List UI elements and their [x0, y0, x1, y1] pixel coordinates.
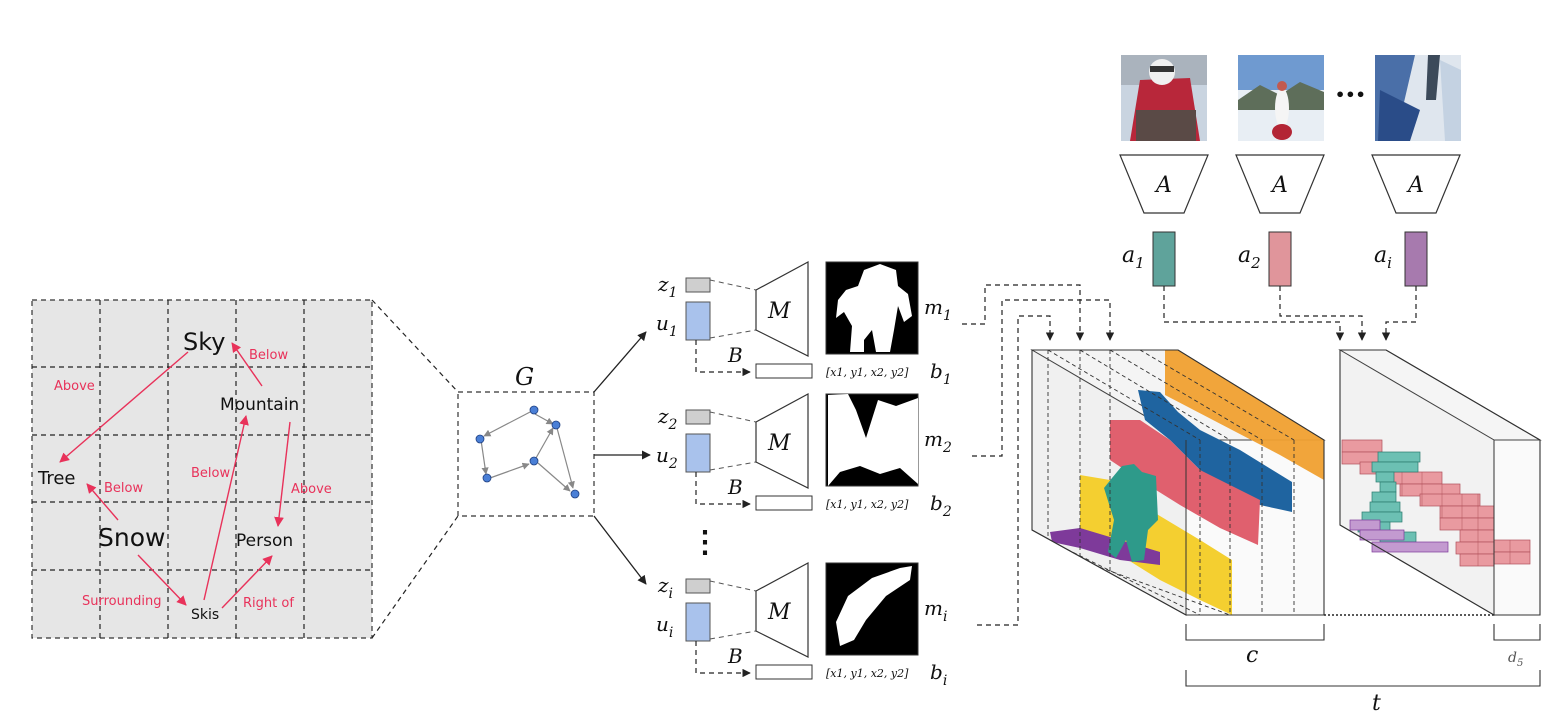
object-snow: Snow	[98, 523, 165, 552]
appearance-vector	[1268, 231, 1292, 287]
object-mountain: Mountain	[220, 395, 299, 415]
appearance-encoder-1: Aa1	[1119, 154, 1209, 287]
object-tree: Tree	[37, 468, 76, 489]
box-coords: [x1, y1, x2, y2]	[826, 667, 909, 680]
appearance-volume	[1338, 349, 1542, 616]
z-label: zi	[657, 573, 673, 602]
relation-below-snow-tree: Below	[104, 481, 143, 496]
z-noise-box	[685, 277, 711, 293]
relation-right-of: Right of	[243, 596, 294, 611]
layout-volume	[1030, 349, 1326, 616]
c-label: c	[1246, 643, 1258, 668]
appearance-thumbnails: •••	[1121, 55, 1461, 141]
mask-decoder-label: M	[767, 431, 791, 456]
mask-decoder-block	[755, 561, 809, 658]
horizontal-ellipsis: •••	[1335, 85, 1366, 104]
object-skis: Skis	[191, 607, 219, 623]
appearance-routing	[1163, 286, 1417, 341]
appearance-encoder-i: Aai	[1371, 154, 1461, 287]
mask-label: m2	[924, 427, 952, 456]
mask-label: m1	[924, 295, 952, 324]
z-noise-box	[685, 578, 711, 594]
object-person: Person	[236, 531, 293, 551]
relation-above-sky-tree: Above	[54, 379, 95, 394]
scene-layout-grid: Sky Mountain Tree Snow Person Skis Above…	[31, 299, 373, 639]
u-label: ui	[656, 612, 673, 641]
appearance-encoder-2: Aa2	[1235, 154, 1325, 287]
appearance-encoder-label: A	[1406, 173, 1424, 198]
appearance-encoder-label: A	[1154, 173, 1172, 198]
appearance-encoder-label: A	[1270, 173, 1288, 198]
u-label: u1	[656, 311, 678, 340]
u-embedding-box	[685, 433, 711, 473]
box-regressor-label: B	[727, 644, 743, 668]
appearance-vector-label: a2	[1238, 243, 1261, 272]
box-regressor-label: B	[727, 475, 743, 499]
zoom-lines	[371, 299, 459, 639]
mask-decoder-label: M	[767, 600, 791, 625]
relation-below-skis-mountain: Below	[191, 466, 230, 481]
object-sky: Sky	[183, 328, 225, 356]
bbox-label: b1	[930, 359, 952, 388]
bbox-label: bi	[930, 660, 947, 689]
appearance-image-2	[1238, 55, 1324, 141]
appearance-vector	[1152, 231, 1176, 287]
relation-below-mountain-sky: Below	[249, 348, 288, 363]
appearance-vector-label: ai	[1374, 243, 1392, 272]
box-output	[755, 363, 813, 379]
mask-label: mi	[924, 596, 947, 625]
u-embedding-box	[685, 301, 711, 341]
graph-to-box-arrows	[593, 331, 651, 585]
z-label: z1	[657, 272, 677, 301]
z-label: z2	[657, 404, 678, 433]
box-coords: [x1, y1, x2, y2]	[826, 498, 909, 511]
appearance-encoder-block	[1235, 154, 1325, 214]
vertical-ellipsis: ⋮	[690, 525, 720, 560]
scene-graph: G	[457, 363, 595, 517]
graph-label: G	[515, 363, 534, 391]
mask-decoder-block	[755, 392, 809, 489]
relation-arrows	[59, 342, 291, 609]
mask-decoder-label: M	[767, 299, 791, 324]
u-label: u2	[656, 443, 678, 472]
appearance-image-1	[1121, 55, 1207, 141]
d-label: d5	[1508, 650, 1523, 669]
u-embedding-box	[685, 602, 711, 642]
box-output	[755, 495, 813, 511]
dimension-brackets: c d5 t	[1185, 624, 1541, 716]
mask-routing	[962, 284, 1115, 626]
z-noise-box	[685, 409, 711, 425]
relation-surrounding: Surrounding	[82, 594, 161, 609]
mask-decoder-block	[755, 260, 809, 357]
t-label: t	[1372, 691, 1381, 716]
appearance-vector-label: a1	[1122, 243, 1145, 272]
relation-above-mountain-person: Above	[291, 482, 332, 497]
appearance-image-i	[1375, 55, 1461, 141]
box-coords: [x1, y1, x2, y2]	[826, 366, 909, 379]
box-regressor-label: B	[727, 343, 743, 367]
appearance-vector	[1404, 231, 1428, 287]
appearance-encoder-block	[1119, 154, 1209, 214]
appearance-encoder-block	[1371, 154, 1461, 214]
box-output	[755, 664, 813, 680]
bbox-label: b2	[930, 491, 952, 520]
